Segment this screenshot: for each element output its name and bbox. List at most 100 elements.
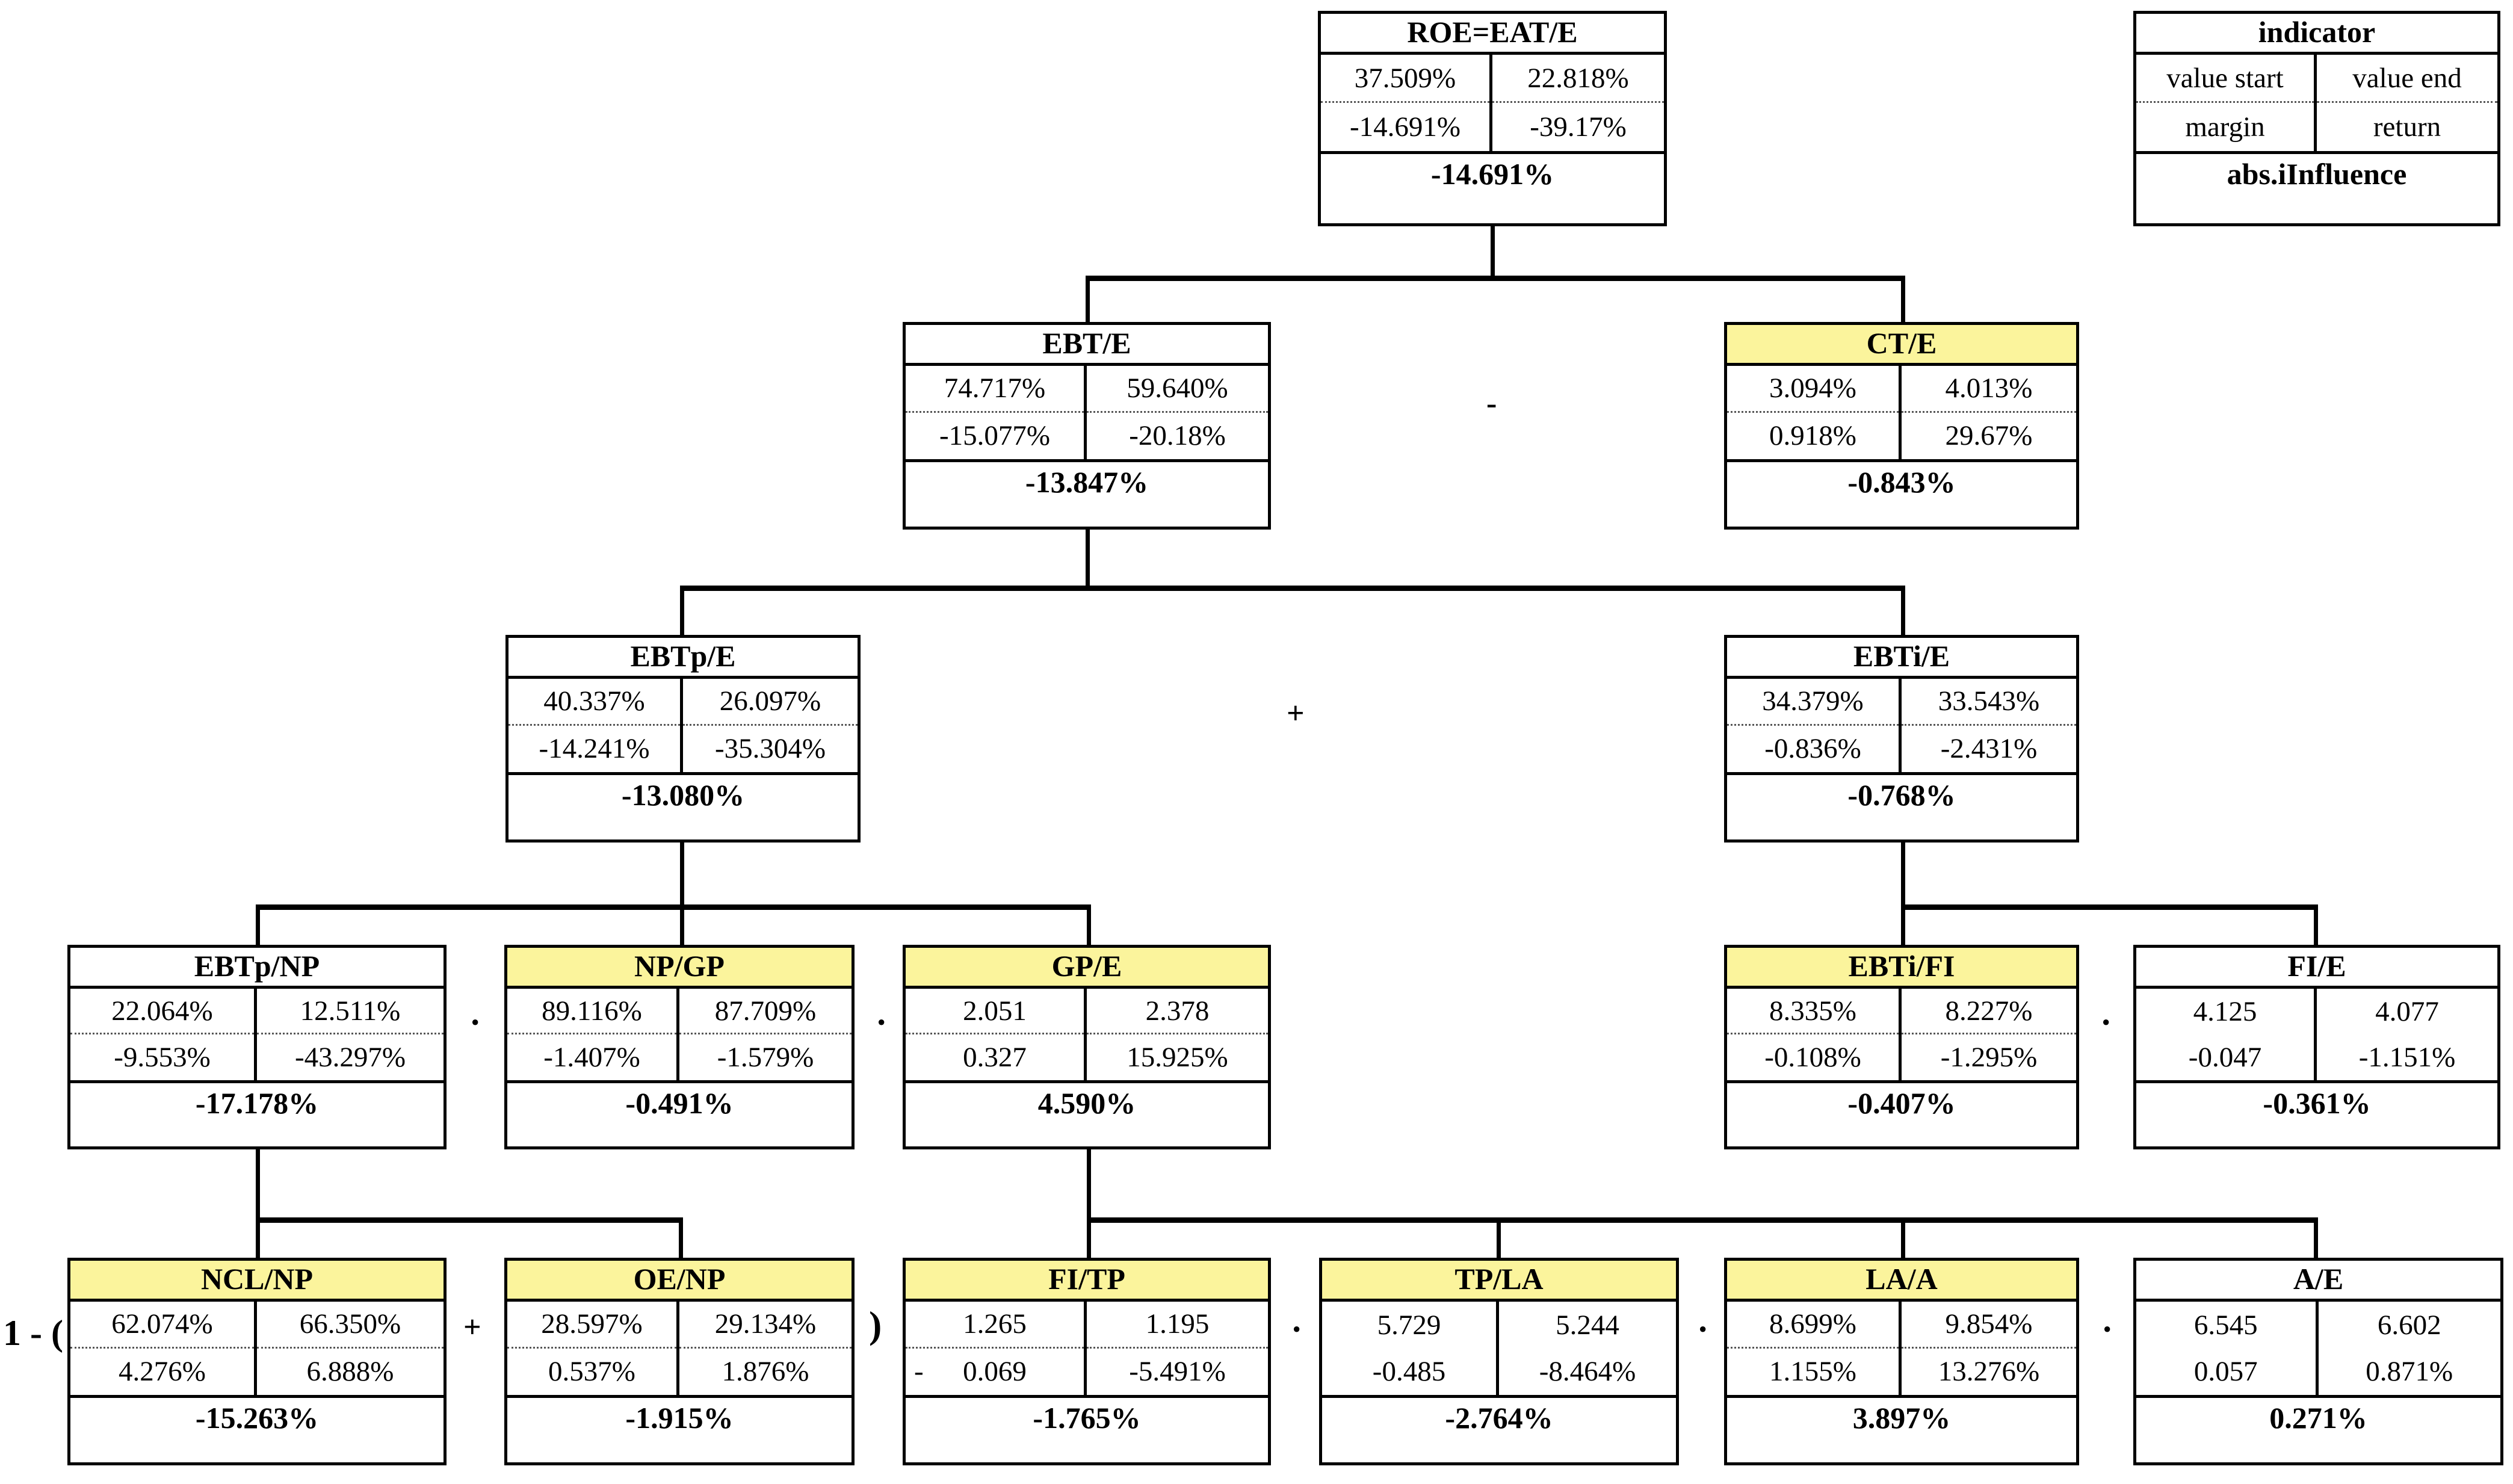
node-ebti-e-return: -2.431% bbox=[1940, 733, 2038, 765]
legend-value-end: value end bbox=[2317, 55, 2497, 103]
node-fi-tp-value-start: 1.265 bbox=[906, 1302, 1084, 1349]
connector-row5-left-bus bbox=[256, 1217, 683, 1223]
node-a-e-margin: 0.057 bbox=[2193, 1356, 2258, 1388]
node-fi-e-value-end: 4.077 bbox=[2375, 996, 2439, 1027]
node-np-gp-value-start: 89.116% bbox=[507, 989, 676, 1034]
operator-dot-ebtifi-fie: · bbox=[2100, 1003, 2112, 1042]
node-ncl-np[interactable]: NCL/NP 62.074% 4.276% 66.350% 6.888% -15… bbox=[67, 1258, 447, 1465]
connector-row4-right-bus bbox=[1901, 904, 2318, 910]
node-ct-e-title: CT/E bbox=[1727, 325, 2076, 366]
node-np-gp[interactable]: NP/GP 89.116% -1.407% 87.709% -1.579% -0… bbox=[504, 945, 855, 1149]
node-fi-tp-return: -5.491% bbox=[1129, 1356, 1226, 1388]
node-ebti-e-margin: -0.836% bbox=[1764, 733, 1861, 765]
node-fi-e-return: -1.151% bbox=[2358, 1042, 2456, 1073]
connector-ebtpe-down bbox=[680, 842, 684, 909]
node-tp-la[interactable]: TP/LA 5.729 -0.485 5.244 -8.464% -2.764% bbox=[1319, 1258, 1679, 1465]
node-roe-margin: -14.691% bbox=[1349, 111, 1461, 143]
node-oe-np[interactable]: OE/NP 28.597% 0.537% 29.134% 1.876% -1.9… bbox=[504, 1258, 855, 1465]
node-ebtp-e-return: -35.304% bbox=[714, 733, 826, 765]
node-a-e-return: 0.871% bbox=[2366, 1356, 2453, 1388]
node-ncl-np-margin: 4.276% bbox=[119, 1356, 206, 1388]
node-roe-influence: -14.691% bbox=[1321, 151, 1664, 196]
node-la-a-value-start: 8.699% bbox=[1727, 1302, 1899, 1349]
node-roe[interactable]: ROE=EAT/E 37.509% -14.691% 22.818% -39.1… bbox=[1318, 11, 1667, 226]
node-ncl-np-return: 6.888% bbox=[306, 1356, 394, 1388]
connector-nclnp-up bbox=[256, 1217, 260, 1260]
node-ebtp-np-influence: -17.178% bbox=[70, 1080, 444, 1125]
connector-row4-left-bus bbox=[256, 904, 1089, 910]
node-ebt-e-value-start: 74.717% bbox=[906, 366, 1084, 413]
node-tp-la-title: TP/LA bbox=[1322, 1261, 1676, 1302]
node-ebtp-np-margin: -9.553% bbox=[114, 1042, 211, 1073]
connector-gpe-down bbox=[1087, 1149, 1091, 1222]
node-ct-e-margin: 0.918% bbox=[1769, 420, 1856, 452]
node-ebti-e-value-end: 33.543% bbox=[1902, 679, 2076, 726]
node-ebtp-e-margin: -14.241% bbox=[539, 733, 650, 765]
node-ct-e[interactable]: CT/E 3.094% 0.918% 4.013% 29.67% -0.843% bbox=[1724, 322, 2079, 530]
node-roe-title: ROE=EAT/E bbox=[1321, 14, 1664, 55]
node-ebti-fi-return: -1.295% bbox=[1940, 1042, 2038, 1073]
legend-influence: abs.iInfluence bbox=[2136, 151, 2497, 196]
node-ct-e-value-end: 4.013% bbox=[1902, 366, 2076, 413]
connector-gpe-up bbox=[1087, 904, 1091, 947]
node-ebti-e[interactable]: EBTi/E 34.379% -0.836% 33.543% -2.431% -… bbox=[1724, 635, 2079, 842]
node-ct-e-return: 29.67% bbox=[1945, 420, 2033, 452]
node-ebtp-np[interactable]: EBTp/NP 22.064% -9.553% 12.511% -43.297%… bbox=[67, 945, 447, 1149]
node-ebt-e-return: -20.18% bbox=[1129, 420, 1226, 452]
node-ebt-e[interactable]: EBT/E 74.717% -15.077% 59.640% -20.18% -… bbox=[903, 322, 1271, 530]
legend-return: return bbox=[2373, 111, 2441, 143]
node-ebtp-e[interactable]: EBTp/E 40.337% -14.241% 26.097% -35.304%… bbox=[505, 635, 861, 842]
connector-row2-bus bbox=[1086, 276, 1905, 281]
node-gp-e[interactable]: GP/E 2.051 0.327 2.378 15.925% 4.590% bbox=[903, 945, 1271, 1149]
operator-plus-ncl-oe: + bbox=[463, 1310, 481, 1344]
node-ncl-np-value-end: 66.350% bbox=[257, 1302, 444, 1349]
node-ebti-fi-value-start: 8.335% bbox=[1727, 989, 1899, 1034]
connector-ct-up bbox=[1901, 276, 1905, 324]
operator-plus-row3: + bbox=[1287, 696, 1305, 731]
node-a-e-value-start: 6.545 bbox=[2193, 1309, 2258, 1341]
connector-ebtpe-up bbox=[680, 586, 684, 637]
node-oe-np-title: OE/NP bbox=[507, 1261, 852, 1302]
node-ebti-e-influence: -0.768% bbox=[1727, 772, 2076, 817]
node-ncl-np-title: NCL/NP bbox=[70, 1261, 444, 1302]
node-a-e-title: A/E bbox=[2136, 1261, 2500, 1302]
node-fi-tp-value-end: 1.195 bbox=[1087, 1302, 1268, 1349]
node-ncl-np-value-start: 62.074% bbox=[70, 1302, 254, 1349]
node-ebtp-np-title: EBTp/NP bbox=[70, 948, 444, 989]
connector-row3-bus bbox=[680, 586, 1905, 591]
node-fi-tp[interactable]: FI/TP 1.265 - 0.069 1.195 -5.491% -1.765… bbox=[903, 1258, 1271, 1465]
node-gp-e-return: 15.925% bbox=[1127, 1042, 1228, 1073]
node-ebtp-e-value-start: 40.337% bbox=[508, 679, 680, 726]
connector-ae-up bbox=[2314, 1217, 2318, 1260]
node-a-e[interactable]: A/E 6.545 0.057 6.602 0.871% 0.271% bbox=[2133, 1258, 2503, 1465]
node-ebtp-e-title: EBTp/E bbox=[508, 638, 858, 679]
connector-ebtie-down bbox=[1901, 842, 1905, 909]
node-la-a-value-end: 9.854% bbox=[1902, 1302, 2076, 1349]
node-fi-e[interactable]: FI/E 4.125 -0.047 4.077 -1.151% -0.361% bbox=[2133, 945, 2500, 1149]
node-tp-la-value-end: 5.244 bbox=[1556, 1309, 1619, 1341]
node-fi-tp-margin-cell: - 0.069 bbox=[906, 1349, 1084, 1396]
node-tp-la-value-start: 5.729 bbox=[1377, 1309, 1441, 1341]
node-ebtp-np-return: -43.297% bbox=[294, 1042, 406, 1073]
node-ct-e-influence: -0.843% bbox=[1727, 459, 2076, 504]
node-fi-e-value-start: 4.125 bbox=[2193, 996, 2257, 1027]
connector-roe-down bbox=[1491, 226, 1495, 280]
node-a-e-value-end: 6.602 bbox=[2377, 1309, 2441, 1341]
connector-ebt-down bbox=[1086, 530, 1090, 590]
node-np-gp-return: -1.579% bbox=[717, 1042, 814, 1073]
node-tp-la-influence: -2.764% bbox=[1322, 1395, 1676, 1439]
close-paren: ) bbox=[869, 1303, 882, 1346]
connector-row5-right-bus bbox=[1087, 1217, 2316, 1223]
operator-dot-ebtpnp-npgp: · bbox=[469, 1003, 481, 1042]
node-la-a[interactable]: LA/A 8.699% 1.155% 9.854% 13.276% 3.897% bbox=[1724, 1258, 2079, 1465]
node-roe-return: -39.17% bbox=[1530, 111, 1627, 143]
node-la-a-return: 13.276% bbox=[1938, 1356, 2040, 1388]
connector-tpla-up bbox=[1497, 1217, 1501, 1260]
node-ebt-e-influence: -13.847% bbox=[906, 459, 1268, 504]
node-ebti-fi[interactable]: EBTi/FI 8.335% -0.108% 8.227% -1.295% -0… bbox=[1724, 945, 2079, 1149]
connector-npgp-up bbox=[680, 904, 684, 947]
node-oe-np-margin: 0.537% bbox=[548, 1356, 635, 1388]
node-fi-e-title: FI/E bbox=[2136, 948, 2497, 989]
node-a-e-influence: 0.271% bbox=[2136, 1395, 2500, 1439]
node-fi-tp-influence: -1.765% bbox=[906, 1395, 1268, 1439]
